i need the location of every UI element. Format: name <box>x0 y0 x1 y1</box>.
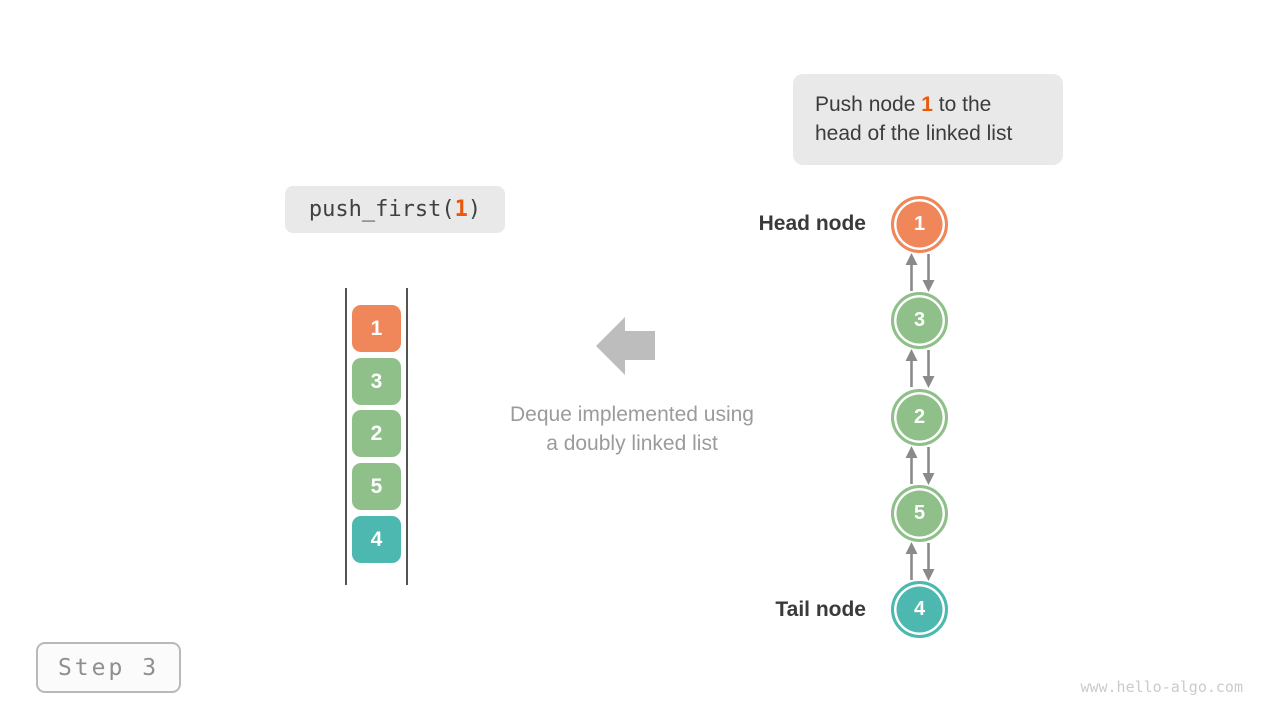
code-suffix: ) <box>467 197 482 222</box>
stack-cell: 1 <box>352 305 401 352</box>
deque-right-rail <box>406 288 408 585</box>
tail-node-label: Tail node <box>775 598 866 621</box>
bidirectional-arrows-icon <box>902 446 938 485</box>
callout-highlight-value: 1 <box>921 93 933 116</box>
linked-list-node: 2 <box>891 389 948 446</box>
bidirectional-arrows-icon <box>902 253 938 292</box>
stack-cell: 4 <box>352 516 401 563</box>
callout-box: Push node 1 to the head of the linked li… <box>793 74 1063 165</box>
callout-text-before: Push node <box>815 93 922 116</box>
stack-cell: 3 <box>352 358 401 405</box>
code-arg: 1 <box>454 197 468 222</box>
linked-list-node: 5 <box>891 485 948 542</box>
stack-cell: 5 <box>352 463 401 510</box>
head-node-label: Head node <box>758 212 866 235</box>
linked-list-node: 3 <box>891 292 948 349</box>
code-prefix: push_first( <box>308 197 455 222</box>
deque-caption: Deque implemented using a doubly linked … <box>482 400 782 458</box>
stack-cell: 2 <box>352 410 401 457</box>
watermark: www.hello-algo.com <box>1080 678 1243 696</box>
caption-line1: Deque implemented using <box>510 403 754 426</box>
callout-text-after: to the <box>932 93 992 116</box>
step-badge: Step 3 <box>36 642 181 693</box>
linked-list-node: 1 <box>891 196 948 253</box>
linked-list-node: 4 <box>891 581 948 638</box>
bidirectional-arrows-icon <box>902 542 938 581</box>
left-block-arrow-icon <box>596 317 655 375</box>
code-box: push_first(1) <box>285 186 505 233</box>
deque-left-rail <box>345 288 347 585</box>
callout-line1: Push node 1 to the <box>815 90 1063 119</box>
bidirectional-arrows-icon <box>902 349 938 388</box>
caption-line2: a doubly linked list <box>546 432 718 455</box>
callout-line2: head of the linked list <box>815 122 1013 145</box>
